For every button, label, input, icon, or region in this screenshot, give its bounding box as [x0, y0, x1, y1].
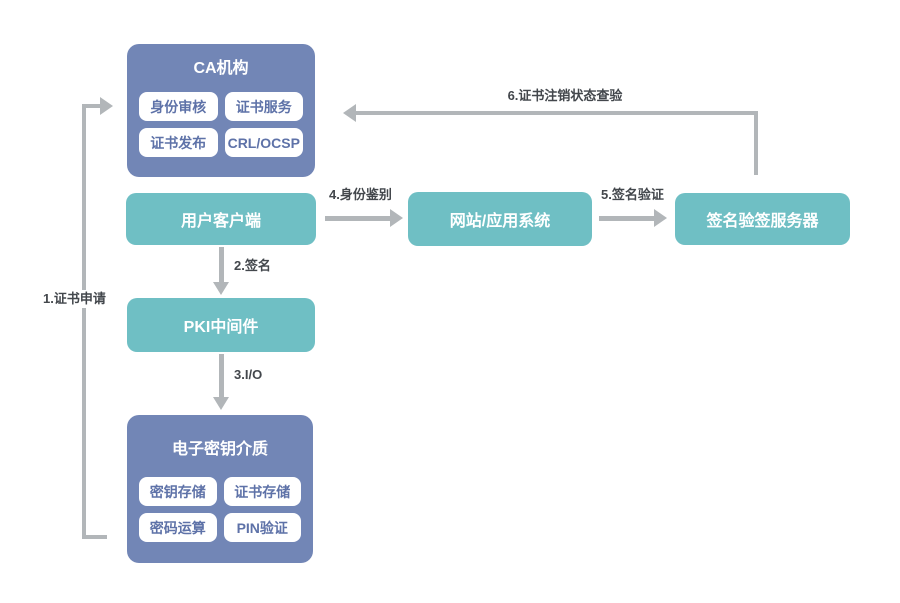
- pki-middleware-box: PKI中间件: [127, 298, 315, 352]
- arrow-revocation-check-label: 6.证书注销状态查验: [507, 88, 623, 103]
- arrow-cert-apply-bottom-line: [84, 535, 107, 539]
- arrow-io-line: [219, 354, 224, 397]
- arrow-identity-auth-line: [325, 216, 390, 221]
- ca-chip-cert-service: 证书服务: [224, 92, 303, 121]
- arrow-revocation-check-horizontal-line: [356, 111, 758, 115]
- chip-key-storage: 密钥存储: [139, 477, 217, 506]
- arrow-signature-verify-label: 5.签名验证: [601, 187, 664, 202]
- arrow-revocation-check-head-icon: [343, 104, 356, 122]
- arrow-signature-verify-head-icon: [654, 209, 667, 227]
- chip-pin-verify: PIN验证: [223, 513, 301, 542]
- key-media-box: 电子密钥介质 密钥存储 证书存储 密码运算 PIN验证: [127, 415, 313, 563]
- user-client-box: 用户客户端: [126, 193, 316, 245]
- key-media-chip-grid: 密钥存储 证书存储 密码运算 PIN验证: [127, 477, 313, 542]
- website-app-system-box: 网站/应用系统: [408, 192, 592, 246]
- ca-authority-title: CA机构: [193, 60, 249, 77]
- arrow-cert-apply-top-line: [84, 104, 102, 108]
- ca-authority-box: CA机构 身份审核 证书服务 证书发布 CRL/OCSP: [127, 44, 315, 177]
- ca-chip-grid: 身份审核 证书服务 证书发布 CRL/OCSP: [127, 92, 315, 157]
- arrow-sign-head-icon: [213, 282, 229, 295]
- signature-verify-server-box: 签名验签服务器: [675, 193, 850, 245]
- chip-cert-storage: 证书存储: [223, 477, 301, 506]
- arrow-cert-apply-label: 1.证书申请: [40, 290, 109, 308]
- arrow-signature-verify-line: [599, 216, 654, 221]
- arrow-cert-apply-head-icon: [100, 97, 113, 115]
- arrow-revocation-check-vertical-line: [754, 111, 758, 175]
- arrow-identity-auth-head-icon: [390, 209, 403, 227]
- arrow-sign-label: 2.签名: [234, 258, 271, 273]
- ca-chip-cert-publish: 证书发布: [139, 128, 218, 157]
- ca-chip-crl-ocsp: CRL/OCSP: [224, 128, 303, 157]
- key-media-title: 电子密钥介质: [171, 441, 268, 458]
- arrow-io-label: 3.I/O: [234, 367, 263, 382]
- arrow-io-head-icon: [213, 397, 229, 410]
- ca-chip-identity-review: 身份审核: [139, 92, 218, 121]
- arrow-cert-apply-vertical-line: [82, 104, 86, 539]
- arrow-sign-line: [219, 247, 224, 282]
- arrow-identity-auth-label: 4.身份鉴别: [329, 187, 392, 202]
- chip-crypto-compute: 密码运算: [139, 513, 217, 542]
